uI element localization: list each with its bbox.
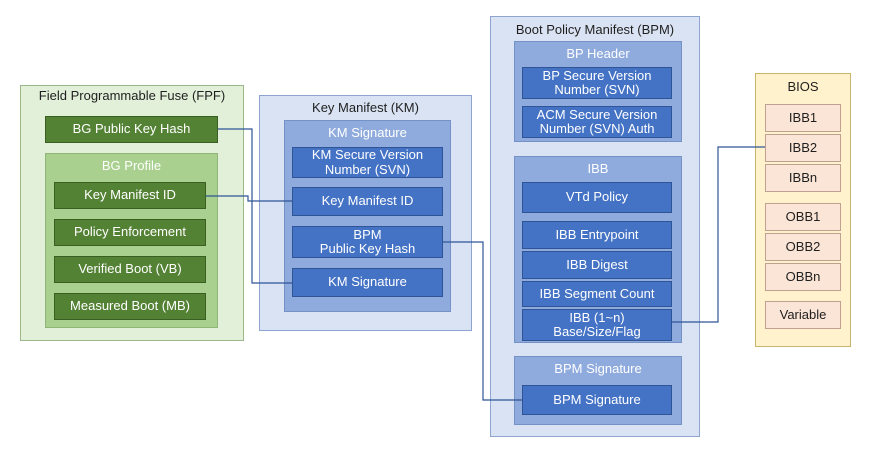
bg-public-key-hash: BG Public Key Hash <box>45 116 218 143</box>
bios-ibb1: IBB1 <box>765 104 841 132</box>
measured-boot: Measured Boot (MB) <box>54 293 206 320</box>
bg-profile-title: BG Profile <box>101 158 162 173</box>
ibb-base-size-flag: IBB (1~n) Base/Size/Flag <box>522 309 672 341</box>
bp-header-title: BP Header <box>566 46 630 61</box>
policy-enforcement: Policy Enforcement <box>54 219 206 246</box>
ibb-entrypoint: IBB Entrypoint <box>522 221 672 249</box>
km-key-manifest-id: Key Manifest ID <box>292 187 443 216</box>
bios-ibbn: IBBn <box>765 164 841 192</box>
bios-obb1: OBB1 <box>765 203 841 231</box>
bpm-title: Boot Policy Manifest (BPM) <box>515 22 675 37</box>
verified-boot: Verified Boot (VB) <box>54 256 206 283</box>
bpm-signature: BPM Signature <box>522 385 672 415</box>
connector-km-id <box>206 195 292 202</box>
ibb-base-line1: IBB (1~n) <box>569 309 625 325</box>
km-signature-group-title: KM Signature <box>328 125 407 140</box>
acm-svn-auth: ACM Secure Version Number (SVN) Auth <box>522 106 672 138</box>
km-signature: KM Signature <box>292 268 443 297</box>
bios-variable: Variable <box>765 301 841 329</box>
ibb-digest: IBB Digest <box>522 251 672 279</box>
bpm-public-key-hash-line1: BPM <box>353 226 382 242</box>
bios-ibb2: IBB2 <box>765 134 841 162</box>
vtd-policy: VTd Policy <box>522 182 672 213</box>
bios-obbn: OBBn <box>765 263 841 291</box>
bpm-public-key-hash: BPM Public Key Hash <box>292 226 443 258</box>
fpf-key-manifest-id: Key Manifest ID <box>54 182 206 209</box>
km-title: Key Manifest (KM) <box>312 100 419 115</box>
connector-bpm-hash-to-bpm-signature <box>443 241 522 401</box>
ibb-segment-count: IBB Segment Count <box>522 281 672 307</box>
bpm-public-key-hash-line2: Public Key Hash <box>319 241 416 256</box>
connector-ibb-to-bios <box>672 146 765 323</box>
bp-svn: BP Secure Version Number (SVN) <box>522 67 672 99</box>
ibb-title: IBB <box>587 161 609 176</box>
fpf-title: Field Programmable Fuse (FPF) <box>38 88 226 103</box>
ibb-base-line2: Base/Size/Flag <box>553 324 641 339</box>
connector-bg-hash-to-km-signature <box>218 128 292 284</box>
km-svn: KM Secure Version Number (SVN) <box>292 147 443 178</box>
bios-obb2: OBB2 <box>765 233 841 261</box>
bpm-signature-group-title: BPM Signature <box>554 361 642 376</box>
bios-title: BIOS <box>787 79 819 94</box>
